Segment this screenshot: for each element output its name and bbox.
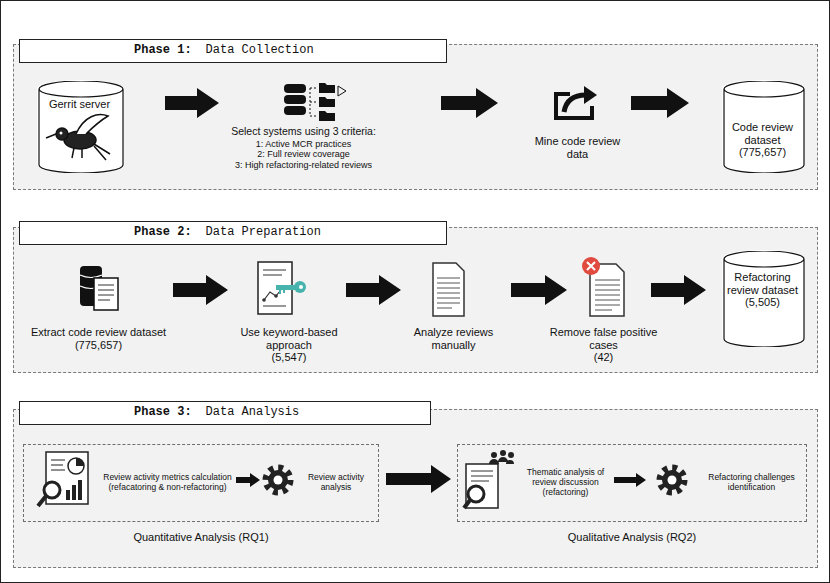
phase-panel: Phase 2: Data PreparationExtract code rev… <box>13 227 818 373</box>
process-step: Extract code review dataset(775,657) <box>26 256 174 356</box>
phase-heading: Phase 1: Data Collection <box>19 39 447 63</box>
flow-arrow <box>614 473 646 487</box>
step-label: Remove false positive cases <box>538 326 669 351</box>
group-caption: Quantitative Analysis (RQ1) <box>24 531 378 544</box>
group-caption: Qualitative Analysis (RQ2) <box>458 531 806 544</box>
phase-number: Phase 2: <box>134 225 192 239</box>
share-export-icon <box>556 86 597 118</box>
keyword-search-icon <box>258 262 306 314</box>
step-label: Analyze reviews manually <box>399 326 508 351</box>
step-label: Gerrit server <box>49 98 110 111</box>
flow-arrow <box>631 88 689 118</box>
database-cylinder: Code review dataset(775,657) <box>723 81 805 173</box>
group-label: Qualitative Analysis (RQ2) <box>458 531 806 544</box>
flow-arrow <box>346 275 401 305</box>
database-document-icon <box>80 266 118 310</box>
gear-icon <box>266 468 290 492</box>
step-label: Code review dataset <box>723 121 802 146</box>
cylinder-fill <box>722 80 804 172</box>
step-label: Mine code review data <box>531 135 624 160</box>
step-label: Refactoring review dataset <box>723 271 802 296</box>
phase-title: Data Preparation <box>206 225 321 239</box>
step-label: Select systems using 3 criteria: <box>231 125 376 137</box>
step-label: (5,547) <box>272 351 307 364</box>
analysis-group: Qualitative Analysis (RQ2)Thematic analy… <box>457 444 807 522</box>
database-folders-icon <box>284 83 346 121</box>
process-step: Thematic analysis of review discussion (… <box>464 450 614 516</box>
phase-heading: Phase 2: Data Preparation <box>19 221 447 245</box>
gear-icon <box>660 468 684 492</box>
gerrit-bird-logo <box>46 115 110 160</box>
process-step: Use keyword-based approach(5,547) <box>223 256 358 367</box>
step-label: Refactoring challenges identification <box>702 473 801 493</box>
phase-title: Data Analysis <box>206 405 300 419</box>
flow-arrow <box>165 88 219 118</box>
phase-panel: Phase 3:Data AnalysisQuantitative Analys… <box>13 409 818 568</box>
process-step: Review activity metrics calculation (ref… <box>36 450 236 516</box>
cylinder-outline-path <box>724 81 804 173</box>
document-icon <box>433 263 464 316</box>
cylinder-fill <box>722 250 804 346</box>
step-label: 2: Full review coverage <box>257 149 350 159</box>
step-label: 3: High refactoring-related reviews <box>235 160 372 170</box>
rejected-document-icon <box>582 257 624 316</box>
database-cylinder: Gerrit server <box>38 81 124 173</box>
step-label: Review activity metrics calculation (ref… <box>102 473 233 493</box>
step-label: 1: Active MCR practices <box>256 139 352 149</box>
panel-ground <box>13 409 818 568</box>
step-label: (5,505) <box>745 296 780 309</box>
phase-panel: Phase 1:Data CollectionGerrit serverSele… <box>13 44 818 190</box>
step-label: (42) <box>594 351 614 364</box>
analysis-group: Quantitative Analysis (RQ1)Review activi… <box>23 444 379 522</box>
step-label: (775,657) <box>739 146 786 159</box>
cylinder-outline <box>38 81 124 173</box>
flow-arrow <box>173 275 228 305</box>
flow-arrow <box>441 88 498 118</box>
step-label: Review activity analysis <box>300 473 372 493</box>
panel-ground <box>13 44 818 190</box>
database-cylinder: Refactoring review dataset(5,505) <box>723 251 805 347</box>
panel-ground <box>13 227 818 373</box>
cylinder-fill <box>37 80 123 172</box>
flow-arrow <box>651 275 706 305</box>
group-label: Quantitative Analysis (RQ1) <box>24 531 378 544</box>
process-step: Analyze reviews manually <box>399 256 511 356</box>
step-label: Use keyword-based approach <box>223 326 355 351</box>
phase-heading: Phase 3: Data Analysis <box>19 401 431 425</box>
step-label: Thematic analysis of review discussion (… <box>520 468 611 497</box>
step-label: (775,657) <box>75 339 122 352</box>
flow-arrow <box>511 275 567 305</box>
phase-title: Data Collection <box>206 43 314 57</box>
flow-arrow <box>386 465 451 493</box>
process-step: Remove false positive cases(42) <box>538 256 672 367</box>
phase-number: Phase 1: <box>134 43 192 57</box>
process-step: Mine code review data <box>531 81 627 165</box>
phase-number: Phase 3: <box>134 405 192 419</box>
process-step: Select systems using 3 criteria: 1: Activ… <box>219 79 391 185</box>
flow-arrow <box>236 473 260 487</box>
cylinder-outline-path <box>39 81 123 173</box>
cylinder-outline-path <box>724 251 804 347</box>
step-label: Extract code review dataset <box>31 326 166 339</box>
process-step: Refactoring challenges identification <box>644 450 804 516</box>
metrics-report-icon <box>38 452 88 506</box>
process-step: Review activity analysis <box>260 450 375 516</box>
team-discussion-icon <box>464 450 514 508</box>
